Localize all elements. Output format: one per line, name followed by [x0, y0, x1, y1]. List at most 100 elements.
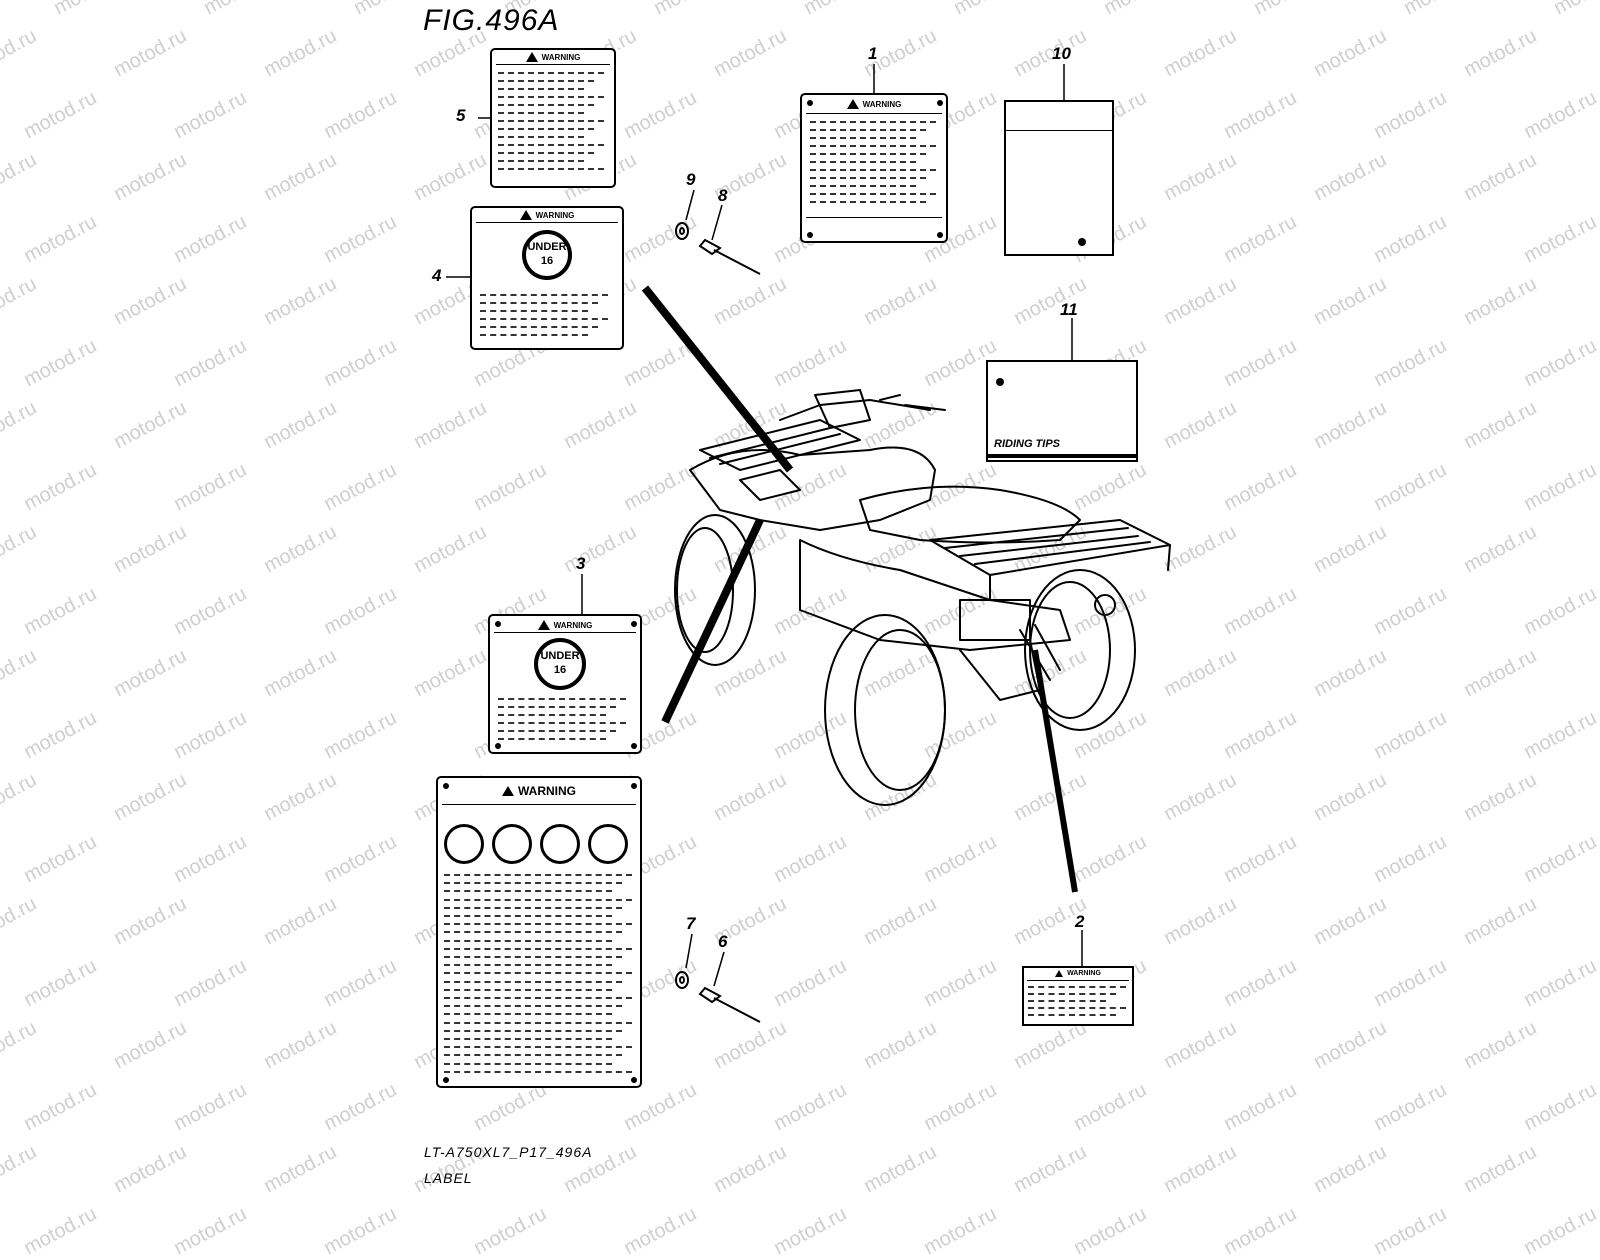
- mounting-hole-icon: [443, 1077, 449, 1083]
- mounting-hole-icon: [631, 783, 637, 789]
- label-text-line: [444, 898, 632, 901]
- callout-10: 10: [1052, 44, 1071, 63]
- label-text-line: [498, 698, 626, 700]
- label-text-line: [1028, 1014, 1116, 1016]
- label-text-line: [498, 722, 626, 724]
- warning-triangle-icon: [519, 210, 532, 220]
- callout-7: 7: [686, 914, 696, 933]
- label-text-line: [810, 193, 936, 195]
- warning-triangle-icon: [502, 786, 514, 796]
- watermark-text: motod.ru: [319, 1202, 400, 1260]
- prohibition-icon-1: [444, 824, 484, 864]
- label-text-line: [810, 145, 936, 147]
- label-text-line: [480, 310, 588, 312]
- watermark-text: motod.ru: [19, 1202, 100, 1260]
- label-text-line: [444, 956, 622, 958]
- label-text-line: [480, 334, 588, 336]
- mounting-hole-icon: [631, 621, 637, 627]
- label-2-warning-sheet: WARNING: [1022, 966, 1134, 1026]
- label-text-line: [498, 128, 594, 130]
- label-text-line: [498, 168, 604, 170]
- label-text-line: [498, 88, 584, 90]
- mounting-hole-icon: [937, 100, 943, 106]
- diagram-caption: LABEL: [424, 1170, 473, 1186]
- label-text-line: [444, 972, 632, 975]
- label-text-line: [444, 1070, 632, 1073]
- watermark-text: motod.ru: [619, 1202, 700, 1260]
- label-text-line: [498, 152, 594, 154]
- label-text-line: [498, 714, 606, 716]
- label-text-line: [498, 80, 594, 82]
- label-text-line: [444, 923, 632, 926]
- label-text-line: [444, 1038, 612, 1040]
- warning-text: WARNING: [541, 52, 581, 62]
- label-text-line: [498, 112, 584, 114]
- label-text-line: [444, 890, 612, 893]
- label-text-line: [810, 185, 916, 187]
- label-text-line: [444, 939, 612, 942]
- callout-4: 4: [432, 266, 442, 285]
- mounting-hole-icon: [807, 100, 813, 106]
- label-text-line: [444, 1005, 622, 1008]
- label-5-warning-sheet: WARNING: [490, 48, 616, 188]
- mounting-hole-icon: [495, 621, 501, 627]
- label-text-line: [810, 161, 916, 163]
- label-text-line: [498, 730, 616, 732]
- mounting-hole-icon: [443, 783, 449, 789]
- warning-triangle-icon: [525, 52, 538, 62]
- watermark-text: motod.ru: [1519, 1202, 1600, 1260]
- label-text-line: [1028, 1007, 1126, 1009]
- label-text-line: [498, 72, 604, 74]
- label-3-main-warning-panel: WARNING: [436, 776, 642, 1088]
- label-text-line: [498, 160, 584, 162]
- warning-text: WARNING: [535, 210, 575, 220]
- atv-illustration: [446, 64, 1171, 1023]
- warning-header: WARNING: [492, 52, 614, 62]
- warning-triangle-icon: [1055, 970, 1064, 977]
- mounting-hole-icon: [631, 1077, 637, 1083]
- callout-9: 9: [686, 170, 696, 189]
- watermark-text: motod.ru: [769, 1202, 850, 1260]
- label-text-line: [498, 706, 616, 708]
- warning-triangle-icon: [846, 99, 859, 109]
- callout-6: 6: [718, 932, 728, 951]
- label-text-line: [444, 1021, 632, 1024]
- label-text-line: [1028, 1000, 1106, 1002]
- mounting-hole-icon: [807, 232, 813, 238]
- label-text-line: [810, 153, 926, 155]
- callout-11: 11: [1060, 300, 1078, 319]
- label-text-line: [498, 96, 604, 98]
- callout-8: 8: [718, 186, 728, 205]
- label-text-line: [810, 169, 936, 171]
- callout-5: 5: [456, 106, 466, 125]
- label-text-line: [444, 915, 612, 917]
- label-text-line: [810, 121, 936, 123]
- label-text-line: [444, 906, 622, 909]
- label-text-line: [444, 882, 622, 885]
- warning-text: WARNING: [1067, 970, 1101, 977]
- label-text-line: [480, 302, 598, 304]
- watermark-text: motod.ru: [919, 1202, 1000, 1260]
- label-text-line: [498, 136, 584, 138]
- label-3-under-16-sheet: WARNING UNDER 16: [488, 614, 642, 754]
- warning-header: WARNING: [472, 210, 622, 220]
- label-text-line: [810, 137, 916, 139]
- age-number: 16: [540, 255, 554, 267]
- label-text-line: [444, 1029, 622, 1032]
- label-text-line: [498, 738, 606, 740]
- prohibition-icon-4: [588, 824, 628, 864]
- label-text-line: [810, 177, 926, 179]
- mounting-hole-icon: [495, 743, 501, 749]
- label-text-line: [498, 144, 604, 146]
- under-16-prohibition-icon: UNDER 16: [534, 638, 586, 690]
- callout-3: 3: [576, 554, 586, 573]
- under-16-prohibition-icon: UNDER 16: [522, 230, 572, 280]
- label-1-warning-sheet: WARNING: [800, 93, 948, 243]
- age-number: 16: [553, 664, 567, 676]
- label-4-under-16-sheet: WARNING UNDER 16: [470, 206, 624, 350]
- warning-header: WARNING: [1024, 970, 1132, 977]
- label-text-line: [444, 1046, 632, 1049]
- label-text-line: [1028, 986, 1126, 988]
- watermark-text: motod.ru: [1219, 1202, 1300, 1260]
- label-text-line: [444, 931, 622, 934]
